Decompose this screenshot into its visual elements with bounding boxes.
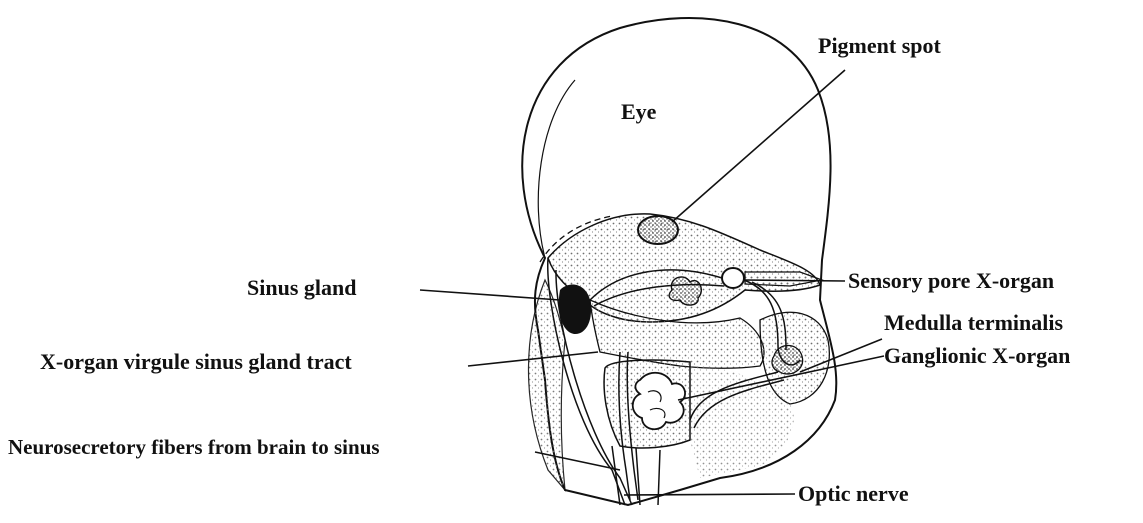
leader-pigment-spot: [672, 70, 845, 222]
pigment-spot-shape: [638, 216, 678, 244]
central-ganglion-shape: [669, 277, 701, 305]
label-medulla-terminalis: Medulla terminalis: [884, 312, 1063, 334]
label-pigment-spot: Pigment spot: [818, 35, 941, 57]
optic-nerve-tube: [612, 446, 660, 505]
label-x-organ-sinus-gland-tract: X-organ virgule sinus gland tract: [40, 351, 352, 373]
sinus-gland-shape: [559, 285, 591, 334]
leader-sensory-pore: [745, 280, 845, 281]
label-optic-nerve: Optic nerve: [798, 483, 909, 505]
label-eye: Eye: [621, 101, 656, 123]
label-ganglionic-x-organ: Ganglionic X-organ: [884, 345, 1070, 367]
label-sinus-gland: Sinus gland: [247, 277, 356, 299]
leader-optic-nerve: [624, 494, 795, 495]
sensory-pore-shape: [722, 268, 744, 288]
label-neurosecretory-fibers: Neurosecretory fibers from brain to sinu…: [8, 437, 380, 458]
label-sensory-pore-x-organ: Sensory pore X-organ: [848, 270, 1054, 292]
